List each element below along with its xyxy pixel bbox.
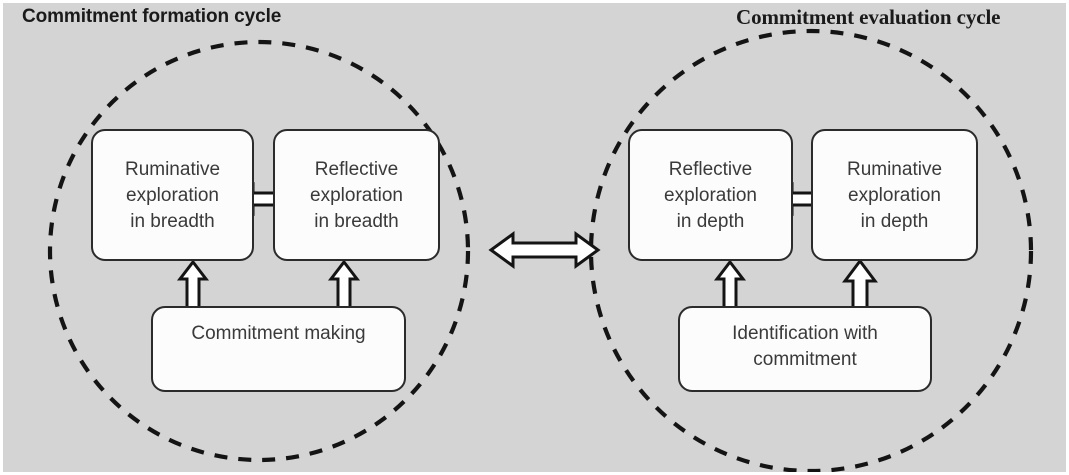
node-line: Commitment making bbox=[191, 323, 366, 344]
node-line: in depth bbox=[676, 211, 745, 233]
node-line: Ruminative bbox=[124, 158, 221, 180]
node-reflective-exploration-in-breadth[interactable]: Reflective exploration in breadth bbox=[273, 129, 440, 261]
node-line: Identification with bbox=[732, 323, 878, 344]
node-commitment-making[interactable]: Commitment making bbox=[151, 306, 406, 392]
evaluation-cycle-title: Commitment evaluation cycle bbox=[736, 5, 1001, 29]
node-line: exploration bbox=[664, 184, 757, 206]
node-line: exploration bbox=[848, 184, 941, 206]
arrow-cycle-link-icon bbox=[488, 231, 601, 269]
node-line: exploration bbox=[310, 184, 403, 206]
node-reflective-exploration-in-depth[interactable]: Reflective exploration in depth bbox=[628, 129, 793, 261]
node-line: in breadth bbox=[130, 211, 215, 233]
node-ruminative-exploration-in-depth[interactable]: Ruminative exploration in depth bbox=[811, 129, 978, 261]
node-ruminative-exploration-in-breadth[interactable]: Ruminative exploration in breadth bbox=[91, 129, 254, 261]
node-line: exploration bbox=[126, 184, 219, 206]
node-identification-with-commitment[interactable]: Identification with commitment bbox=[678, 306, 932, 392]
node-line: Ruminative bbox=[846, 158, 943, 180]
node-line: in breadth bbox=[314, 211, 399, 233]
evaluation-cycle-circle bbox=[588, 28, 1034, 472]
node-line: Reflective bbox=[668, 158, 753, 180]
node-line: commitment bbox=[753, 349, 857, 371]
node-line: Reflective bbox=[314, 158, 399, 180]
node-line: in depth bbox=[860, 211, 929, 233]
formation-cycle-title: Commitment formation cycle bbox=[22, 6, 282, 27]
formation-cycle-circle bbox=[47, 39, 471, 463]
